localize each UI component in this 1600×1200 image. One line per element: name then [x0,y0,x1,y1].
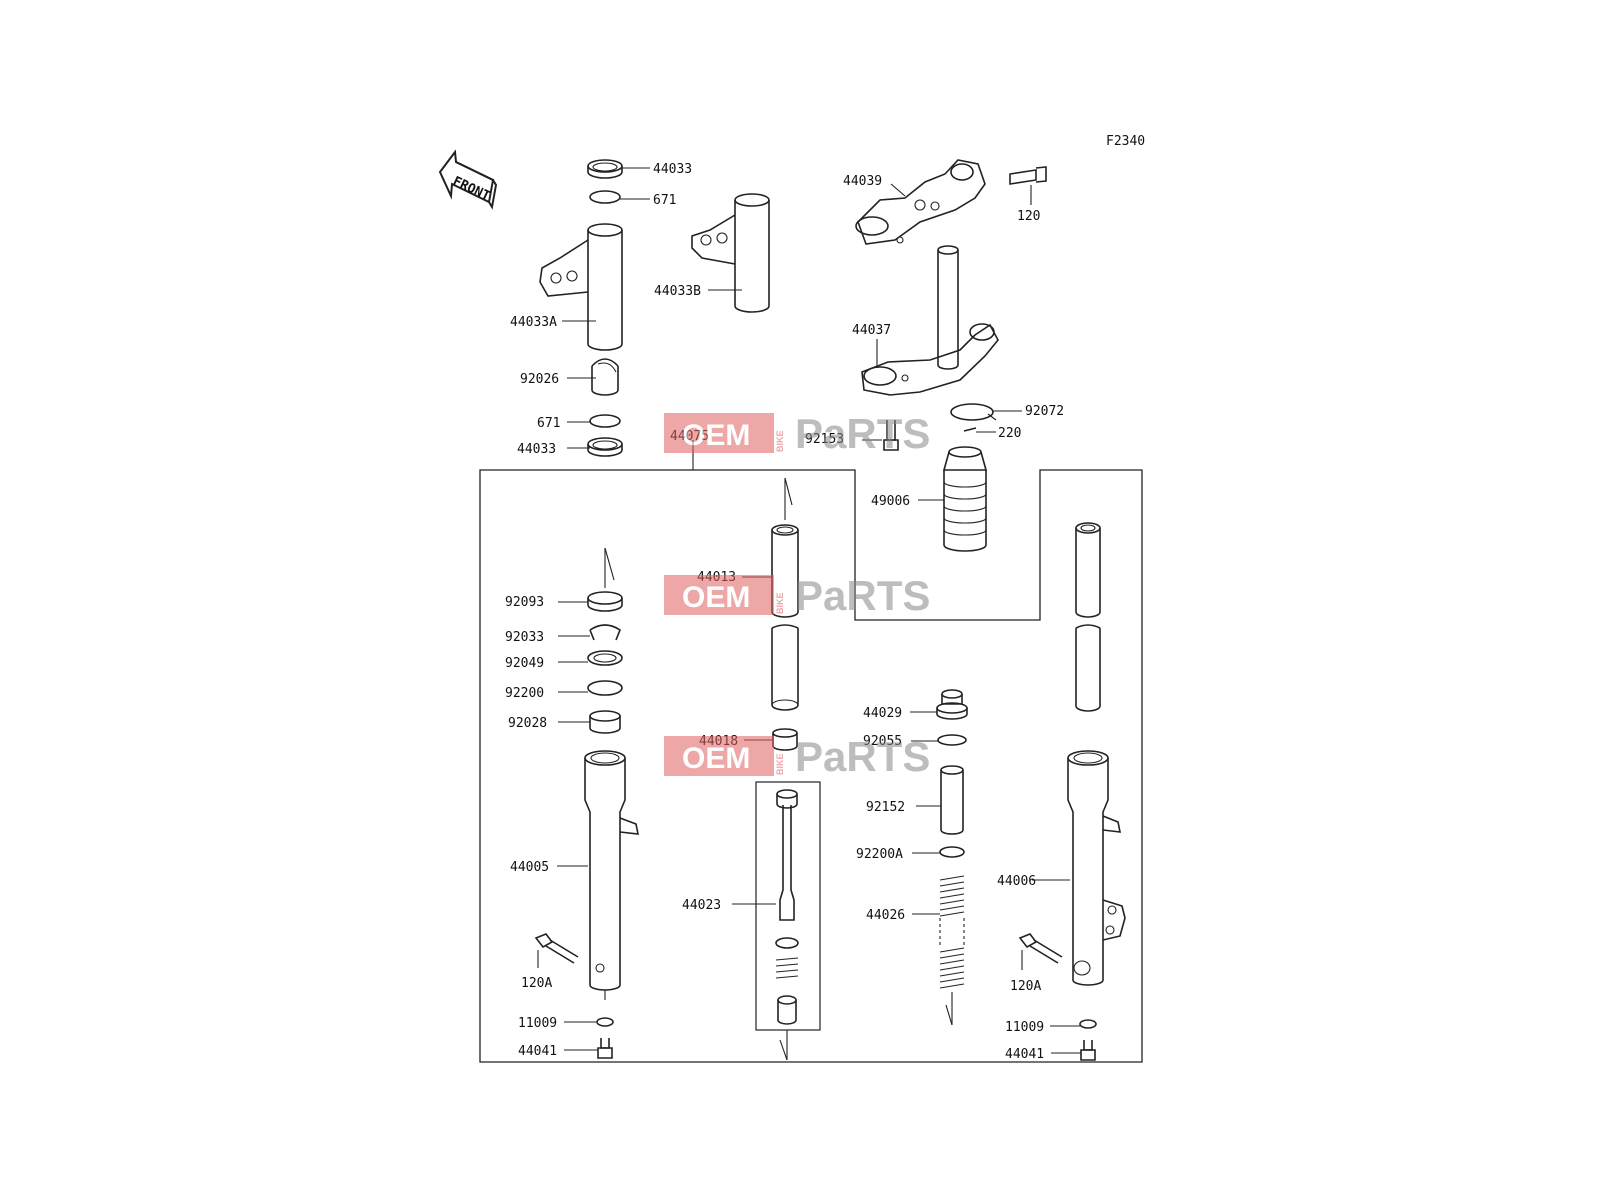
label-671-bottom: 671 [537,416,560,431]
label-92026: 92026 [520,372,559,387]
oring-671-top [589,190,621,204]
label-44005: 44005 [510,860,549,875]
label-92055: 92055 [863,734,902,749]
fork-assembly-bracket [479,469,1143,1063]
label-44033A: 44033A [510,315,557,330]
label-92200A: 92200A [856,847,903,862]
front-arrow-icon: FRONT [438,149,498,210]
label-44023: 44023 [682,898,721,913]
spring-44026 [939,875,965,1026]
bolt-92153 [883,420,899,451]
label-92093: 92093 [505,595,544,610]
washer-92200 [587,680,623,696]
label-11009-right: 11009 [1005,1020,1044,1035]
oring-671-bottom [589,414,621,428]
label-220: 220 [998,426,1021,441]
bolt-120A-left [534,933,579,964]
label-92033: 92033 [505,630,544,645]
cap-bolt-44029 [936,689,968,720]
bolt-120A-right [1018,933,1063,964]
label-44033B: 44033B [654,284,701,299]
washer-11009-left [596,1017,614,1027]
clamp-92072 [950,403,997,421]
label-92153: 92153 [805,432,844,447]
svg-text:BIKE: BIKE [775,430,785,452]
tube-44033B [691,193,770,313]
watermark-2: OEM BIKE PaRTS [664,572,930,619]
label-92200: 92200 [505,686,544,701]
svg-text:PaRTS: PaRTS [795,733,930,780]
label-44006: 44006 [997,874,1036,889]
figure-code: F2340 [1106,134,1145,149]
label-120A-right: 120A [1010,979,1041,994]
washer-11009-right [1079,1019,1097,1029]
outer-tube-44005 [584,750,639,1000]
label-120: 120 [1017,209,1040,224]
upper-bracket-44039 [855,159,986,245]
oring-92055 [937,734,967,746]
collar-92026 [591,358,619,396]
spacer-92152 [940,765,964,835]
label-92072: 92072 [1025,404,1064,419]
clip-92033 [589,624,621,641]
bushing-44033-top [587,159,623,179]
svg-text:OEM: OEM [682,742,750,775]
label-44041-right: 44041 [1005,1047,1044,1062]
watermark-1: OEM BIKE PaRTS [664,410,930,457]
bolt-44041-left [597,1038,613,1059]
svg-text:BIKE: BIKE [775,753,785,775]
inner-tube-right [1075,522,1101,712]
leader-lines [537,167,1081,1054]
label-92028: 92028 [508,716,547,731]
svg-text:BIKE: BIKE [775,592,785,614]
label-92152: 92152 [866,800,905,815]
steering-stem-44037 [861,245,999,396]
outer-tube-44006 [1067,750,1126,986]
piece-44018 [772,728,798,751]
bolt-44041-right [1080,1040,1096,1061]
seal-92049 [587,650,623,666]
label-92049: 92049 [505,656,544,671]
label-44026: 44026 [866,908,905,923]
label-120A-left: 120A [521,976,552,991]
bushing-44033-bottom [587,437,623,457]
screw-220 [963,427,977,432]
tube-44033A [539,223,623,351]
damper-rod-44023 [775,789,799,1061]
bolt-120 [1009,166,1047,185]
bushing-92028 [589,710,621,734]
label-44033-bottom: 44033 [517,442,556,457]
label-44033-top: 44033 [653,162,692,177]
inner-tube-44013 [771,477,799,711]
label-11009-left: 11009 [518,1016,557,1031]
watermark-3: OEM BIKE PaRTS [664,733,930,780]
svg-text:PaRTS: PaRTS [795,410,930,457]
damper-subassembly-bracket [755,781,821,1031]
label-44037: 44037 [852,323,891,338]
label-44039: 44039 [843,174,882,189]
svg-text:OEM: OEM [682,581,750,614]
washer-92200A [939,846,965,858]
label-671-top: 671 [653,193,676,208]
dust-boot-49006 [942,446,988,552]
svg-text:PaRTS: PaRTS [795,572,930,619]
label-44029: 44029 [863,706,902,721]
label-44041-left: 44041 [518,1044,557,1059]
svg-text:OEM: OEM [682,419,750,452]
seal-92093 [587,591,623,612]
label-49006: 49006 [871,494,910,509]
